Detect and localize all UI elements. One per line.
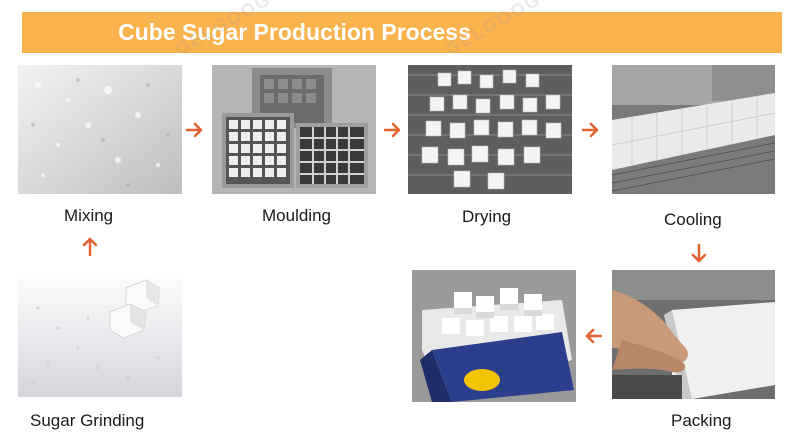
sugar-moulds-photo bbox=[212, 65, 376, 194]
step-label-sugar-grinding: Sugar Grinding bbox=[30, 411, 145, 430]
packed-sugar-box-photo bbox=[412, 270, 576, 402]
drying-conveyor-photo bbox=[408, 65, 572, 194]
sugar-mixing-photo bbox=[18, 65, 182, 194]
cooling-conveyor-photo bbox=[612, 65, 775, 194]
step-label-mixing: Mixing bbox=[64, 206, 114, 225]
arrow-right-icon bbox=[186, 122, 204, 138]
granulated-sugar-photo bbox=[18, 268, 182, 397]
packing-hands-photo bbox=[612, 270, 775, 399]
arrow-up-icon bbox=[82, 236, 98, 256]
step-label-drying: Drying bbox=[462, 207, 512, 226]
step-label-moulding: Moulding bbox=[262, 206, 331, 225]
arrow-left-icon bbox=[584, 328, 602, 344]
title-banner: Cube Sugar Production Process bbox=[22, 12, 782, 53]
step-label-cooling: Cooling bbox=[664, 210, 722, 229]
arrow-down-icon bbox=[691, 244, 707, 264]
page-title: Cube Sugar Production Process bbox=[118, 19, 471, 45]
step-label-packing: Packing bbox=[671, 411, 732, 430]
arrow-right-icon bbox=[384, 122, 402, 138]
arrow-right-icon bbox=[582, 122, 600, 138]
